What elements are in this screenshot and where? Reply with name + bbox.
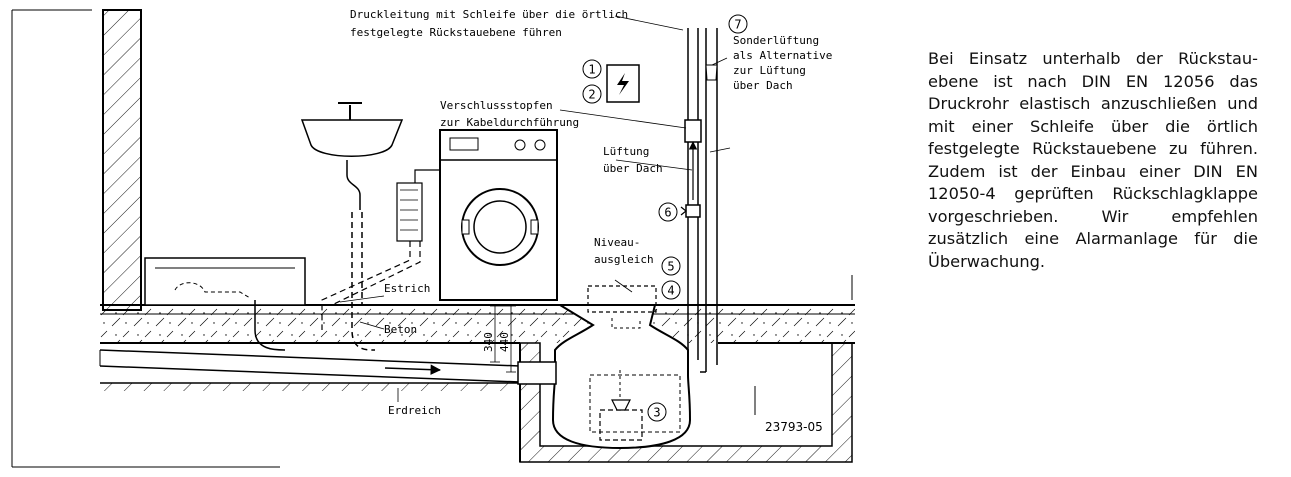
marker-2: 2 xyxy=(582,84,602,104)
marker-6: 6 xyxy=(658,202,678,222)
marker-7: 7 xyxy=(728,14,748,34)
left-wall xyxy=(102,9,142,311)
label-verschluss-1: Verschlussstopfen xyxy=(440,99,553,112)
label-druckleitung-1: Druckleitung mit Schleife über die örtli… xyxy=(350,8,628,21)
dimension-440: 440 xyxy=(498,332,511,352)
svg-text:4: 4 xyxy=(667,284,674,298)
vent-pipe xyxy=(700,28,731,373)
marker-3: 3 xyxy=(647,402,667,422)
drain-pipes xyxy=(321,182,423,330)
foundation xyxy=(99,349,521,391)
control-box xyxy=(606,64,640,103)
svg-text:2: 2 xyxy=(588,88,595,102)
label-verschluss-2: zur Kabeldurchführung xyxy=(440,116,579,129)
label-sonder-4: über Dach xyxy=(733,79,793,92)
svg-text:1: 1 xyxy=(588,63,595,77)
floor-slab xyxy=(100,304,855,344)
dimension-lines xyxy=(490,305,516,373)
leader-lines xyxy=(559,15,728,293)
label-druckleitung-2: festgelegte Rückstauebene führen xyxy=(350,26,562,39)
beton-leader xyxy=(359,321,385,330)
description-text: Bei Einsatz unterhalb der Rückstau­ebene… xyxy=(928,49,1258,271)
lightning-icon xyxy=(617,73,629,95)
svg-text:5: 5 xyxy=(667,260,674,274)
washbasin xyxy=(300,102,404,351)
dimension-340: 340 xyxy=(482,332,495,352)
label-niveau-2: ausgleich xyxy=(594,253,654,266)
flow-arrow xyxy=(384,364,442,375)
svg-text:3: 3 xyxy=(653,406,660,420)
estrich-leader xyxy=(339,295,385,303)
label-estrich: Estrich xyxy=(384,282,430,295)
marker-4: 4 xyxy=(661,280,681,300)
label-erdreich: Erdreich xyxy=(388,404,441,417)
label-lueftung-2: über Dach xyxy=(603,162,663,175)
label-niveau-1: Niveau- xyxy=(594,236,640,249)
washing-machine xyxy=(414,129,558,301)
marker-5: 5 xyxy=(661,256,681,276)
figure-reference: 23793-05 xyxy=(765,420,823,434)
shower-tray xyxy=(144,257,306,351)
marker-1: 1 xyxy=(582,59,602,79)
svg-text:7: 7 xyxy=(734,18,741,32)
pressure-pipe xyxy=(680,28,702,372)
label-sonder-3: zur Lüftung xyxy=(733,64,806,77)
label-sonder-2: als Alternative xyxy=(733,49,832,62)
label-lueftung-1: Lüftung xyxy=(603,145,649,158)
svg-text:6: 6 xyxy=(664,206,671,220)
label-beton: Beton xyxy=(384,323,417,336)
label-sonder-1: Sonderlüftung xyxy=(733,34,819,47)
installation-diagram: Druckleitung mit Schleife über die örtli… xyxy=(11,8,855,468)
